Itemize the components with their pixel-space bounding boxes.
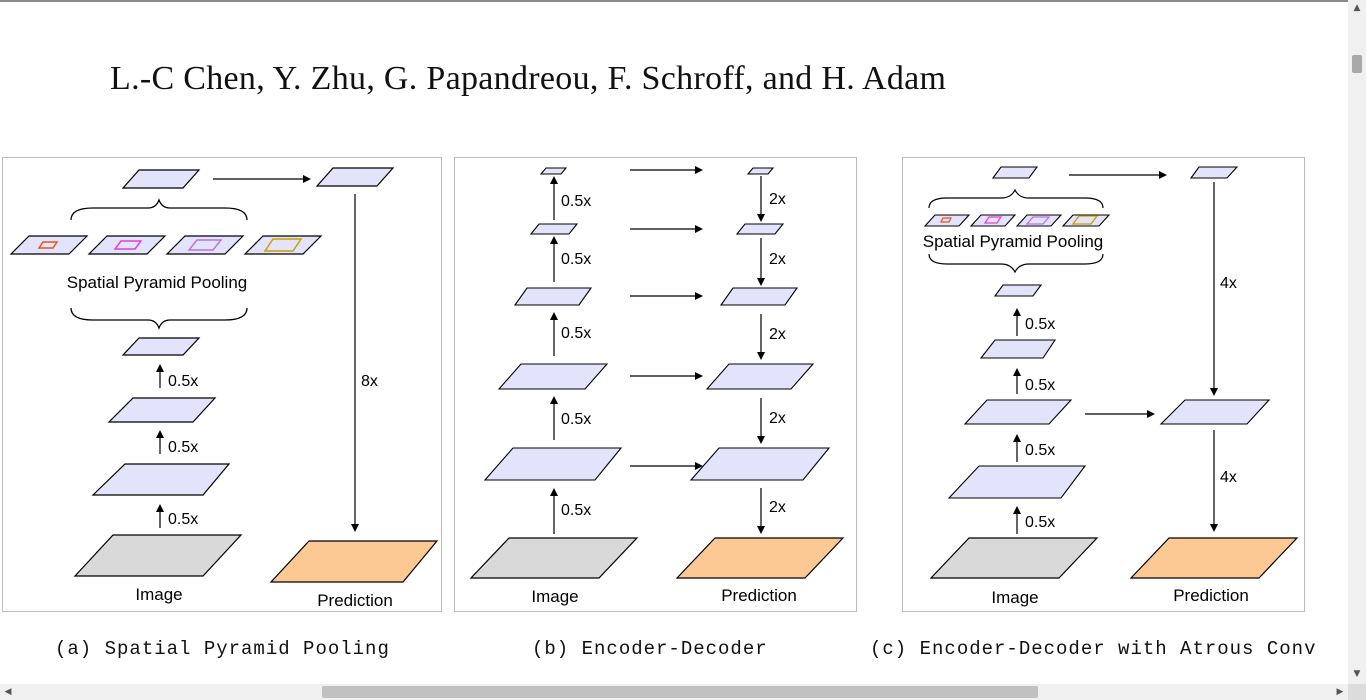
pooled-feature-4 xyxy=(243,235,323,255)
image-label: Image xyxy=(135,585,182,604)
enc-downsample-3: 0.5x xyxy=(561,325,591,342)
downsample-label-1: 0.5x xyxy=(168,511,198,528)
feature-map-3 xyxy=(121,337,201,356)
feature-map-4 xyxy=(993,284,1043,297)
spp-label: Spatial Pyramid Pooling xyxy=(923,232,1103,251)
panel-encoder-decoder-atrous: Spatial Pyramid Pooling 0.5x 0.5x 0.5x 0… xyxy=(902,157,1305,612)
caption-b: (b) Encoder-Decoder xyxy=(532,638,768,660)
prediction-map xyxy=(1129,537,1299,579)
vertical-scroll-thumb[interactable] xyxy=(1352,55,1362,73)
dec-upsample-3: 2x xyxy=(769,326,786,343)
prediction-map xyxy=(269,540,439,583)
dec-upsample-4: 2x xyxy=(769,410,786,427)
feature-map-output xyxy=(315,167,395,187)
prediction-label: Prediction xyxy=(317,591,393,610)
encoder-level-1 xyxy=(483,447,623,481)
pooled-feature-1 xyxy=(923,214,971,227)
brace-top xyxy=(70,198,248,221)
diagram-b: 0.5x 0.5x 0.5x 0.5x 0.5x Image 2x 2x 2x … xyxy=(469,166,845,606)
caption-a: (a) Spatial Pyramid Pooling xyxy=(55,638,390,660)
pooled-feature-3 xyxy=(165,235,245,255)
scroll-right-icon[interactable]: ▶ xyxy=(1336,687,1344,697)
input-image xyxy=(469,537,639,579)
decoder-level-5 xyxy=(746,167,775,175)
encoder-level-3 xyxy=(513,287,593,306)
feature-map-3 xyxy=(979,339,1057,359)
image-label: Image xyxy=(531,587,578,606)
encoder-level-2 xyxy=(497,363,609,390)
downsample-label-3: 0.5x xyxy=(1025,377,1055,394)
pooled-feature-2 xyxy=(87,235,167,255)
decoder-level-1 xyxy=(689,447,831,481)
input-image xyxy=(929,537,1099,579)
dec-upsample-5: 2x xyxy=(769,499,786,516)
dec-upsample-1: 2x xyxy=(769,191,786,208)
enc-downsample-4: 0.5x xyxy=(561,251,591,268)
pooled-feature-1 xyxy=(9,235,89,255)
feature-map-2 xyxy=(963,399,1073,425)
upsample-label-1: 4x xyxy=(1220,275,1237,292)
enc-downsample-2: 0.5x xyxy=(561,411,591,428)
enc-downsample-1: 0.5x xyxy=(561,502,591,519)
decoder-top xyxy=(1189,166,1239,179)
feature-map-top xyxy=(991,166,1039,179)
encoder-level-5 xyxy=(539,167,568,175)
spp-label: Spatial Pyramid Pooling xyxy=(67,273,247,292)
decoder-level-3 xyxy=(719,287,799,306)
diagram-c: Spatial Pyramid Pooling 0.5x 0.5x 0.5x 0… xyxy=(923,166,1299,607)
pooled-feature-2 xyxy=(969,214,1017,227)
decoder-feature xyxy=(1159,399,1271,425)
horizontal-scrollbar[interactable]: ◀ ▶ xyxy=(0,684,1348,700)
brace-bottom xyxy=(928,253,1104,274)
downsample-label-3: 0.5x xyxy=(168,373,198,390)
downsample-label-2: 0.5x xyxy=(1025,442,1055,459)
image-label: Image xyxy=(991,588,1038,607)
upsample-label: 8x xyxy=(361,373,378,390)
scroll-left-icon[interactable]: ◀ xyxy=(4,687,12,697)
feature-map-1 xyxy=(91,463,231,496)
vertical-scrollbar[interactable]: ▲ ▼ xyxy=(1348,0,1366,684)
input-image xyxy=(73,534,243,577)
decoder-level-4 xyxy=(735,223,785,235)
page-header-authors: L.-C Chen, Y. Zhu, G. Papandreou, F. Sch… xyxy=(110,60,947,97)
enc-downsample-5: 0.5x xyxy=(561,193,591,210)
brace-top xyxy=(928,188,1104,209)
upsample-label-2: 4x xyxy=(1220,469,1237,486)
horizontal-scroll-thumb[interactable] xyxy=(322,686,1038,698)
brace-bottom xyxy=(70,307,248,330)
scroll-down-icon[interactable]: ▼ xyxy=(1353,669,1361,679)
scroll-up-icon[interactable]: ▲ xyxy=(1353,3,1361,13)
downsample-label-2: 0.5x xyxy=(168,439,198,456)
top-border xyxy=(0,0,1348,2)
prediction-map xyxy=(675,537,845,579)
downsample-label-4: 0.5x xyxy=(1025,316,1055,333)
pooled-feature-4 xyxy=(1061,214,1111,227)
caption-c: (c) Encoder-Decoder with Atrous Conv xyxy=(870,638,1317,660)
panel-spatial-pyramid-pooling: Spatial Pyramid Pooling 0.5x 0.5x 0.5x I… xyxy=(2,157,442,612)
dec-upsample-2: 2x xyxy=(769,251,786,268)
scrollbar-corner xyxy=(1348,684,1366,700)
downsample-label-1: 0.5x xyxy=(1025,514,1055,531)
diagram-a: Spatial Pyramid Pooling 0.5x 0.5x 0.5x I… xyxy=(9,167,439,610)
prediction-label: Prediction xyxy=(721,586,797,605)
panel-encoder-decoder: 0.5x 0.5x 0.5x 0.5x 0.5x Image 2x 2x 2x … xyxy=(454,157,857,612)
feature-map-2 xyxy=(107,397,217,423)
feature-map-top xyxy=(121,169,201,189)
feature-map-1 xyxy=(947,465,1087,499)
prediction-label: Prediction xyxy=(1173,586,1249,605)
encoder-level-4 xyxy=(529,223,579,235)
decoder-level-2 xyxy=(705,363,815,390)
